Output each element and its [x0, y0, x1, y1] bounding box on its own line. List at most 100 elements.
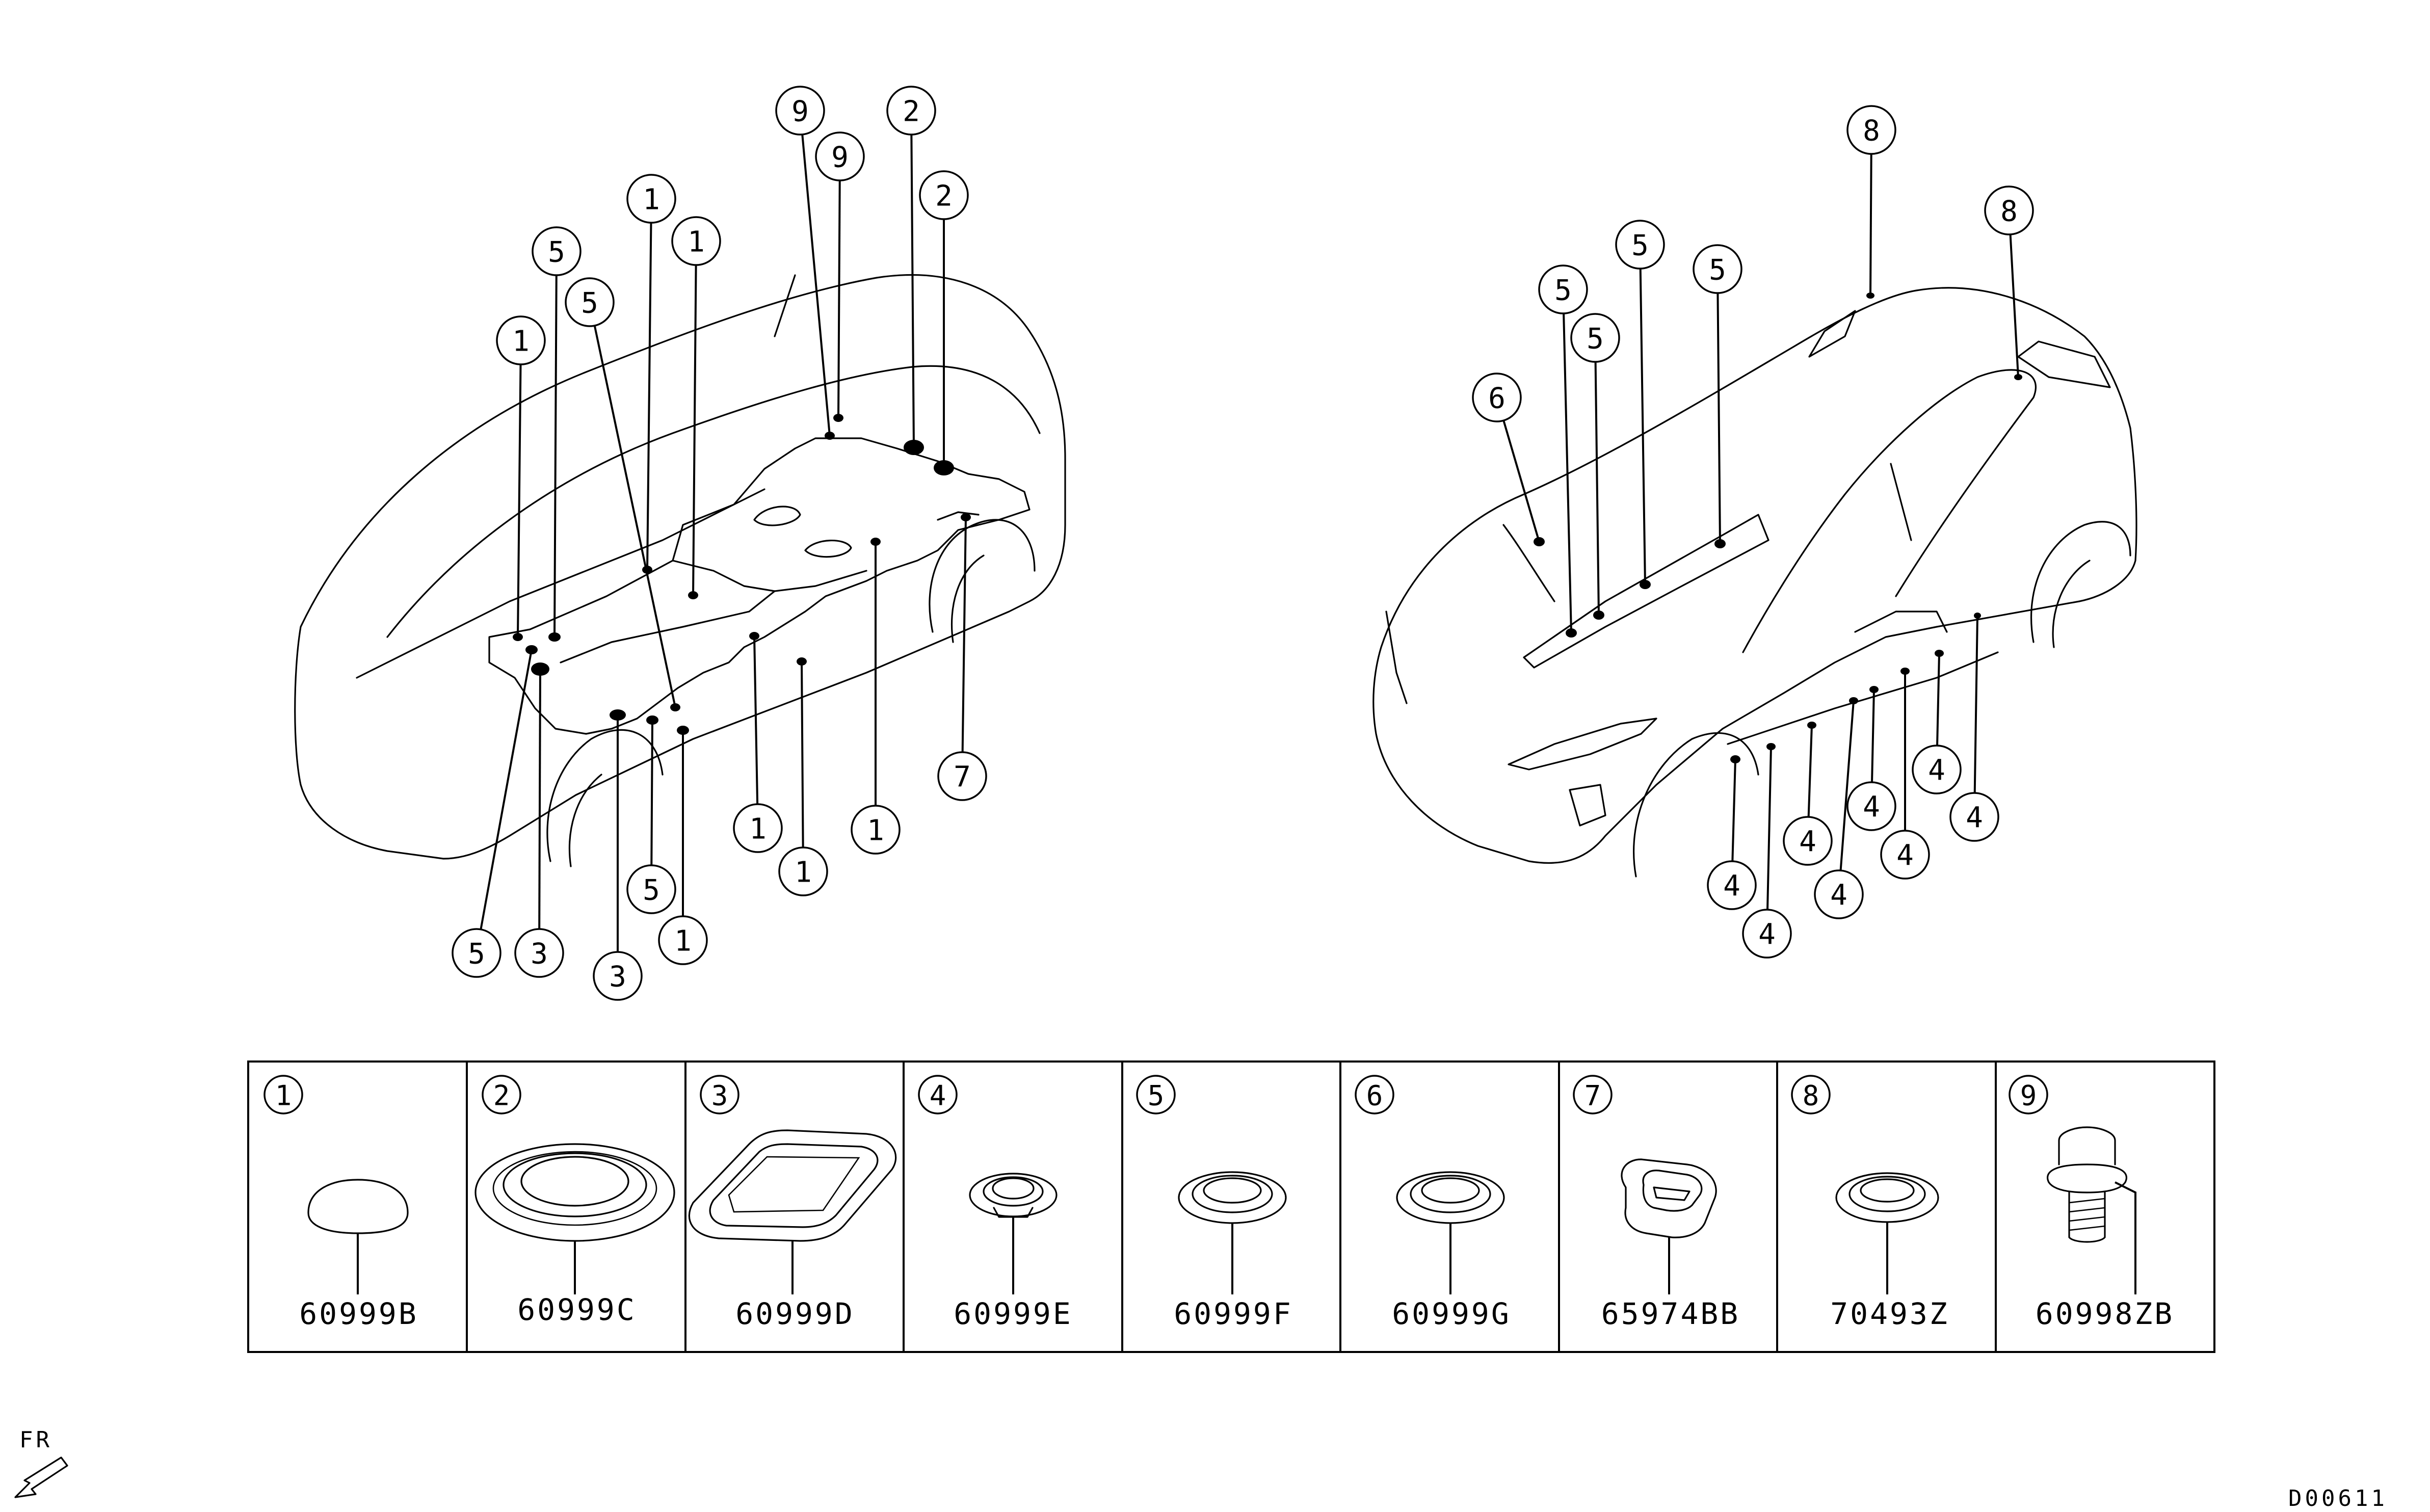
callout-number: 8	[1863, 115, 1880, 148]
part-number: 60999F	[1174, 1296, 1293, 1331]
callout-circle	[1538, 264, 1588, 314]
callout-number: 1	[643, 183, 660, 217]
callout-circle	[1814, 869, 1864, 919]
callout-leader-line	[801, 661, 804, 848]
legend-cell-4: 4 60999E	[918, 1075, 1073, 1331]
callout-leader-line	[646, 222, 652, 570]
callout-leader-line	[1869, 153, 1872, 296]
callout-leader-line	[1936, 653, 1940, 746]
callout-circle	[778, 846, 828, 896]
callout-circle	[937, 751, 987, 801]
round-grommet-large-icon	[474, 1143, 675, 1294]
legend-cell-2: 2 60999C	[474, 1075, 675, 1327]
legend-cell-5: 5 60999F	[1136, 1075, 1293, 1331]
callout-circle	[775, 86, 825, 136]
callout-circle	[851, 805, 901, 855]
legend-number: 4	[930, 1080, 946, 1112]
square-grommet-icon	[688, 1129, 897, 1294]
callout-leader-line	[553, 275, 558, 638]
callout-leader-line	[593, 325, 676, 708]
callout-circle	[815, 131, 865, 181]
callout-circle	[565, 277, 615, 327]
callout-number: 3	[531, 938, 548, 971]
callout-circle	[733, 803, 783, 853]
callout-circle	[1846, 781, 1896, 831]
callout-circle	[919, 170, 969, 220]
legend-cell-1: 1 60999B	[263, 1075, 418, 1331]
callout-number: 1	[688, 226, 705, 259]
callout-number: 5	[1587, 323, 1604, 356]
callout-number: 6	[1488, 382, 1505, 415]
callout-number: 1	[512, 325, 530, 358]
callout-circle	[532, 226, 582, 276]
callout-leader-line	[480, 649, 533, 930]
callout-circle	[1742, 909, 1792, 959]
callout-circle	[593, 951, 643, 1001]
right-vehicle-drawing	[1372, 287, 2137, 878]
callout-number: 1	[749, 813, 767, 846]
callout-leader-line	[517, 364, 522, 638]
callout-circle	[626, 864, 676, 914]
callout-number: 2	[935, 180, 953, 213]
callout-circle	[1949, 792, 1999, 842]
legend-number: 9	[2020, 1080, 2037, 1112]
callout-leader-line	[692, 264, 697, 596]
callout-number: 4	[1830, 879, 1847, 912]
callout-leader-line	[1766, 746, 1772, 910]
plug-part-icon	[307, 1179, 409, 1294]
callout-leader-line	[910, 134, 915, 448]
callout-leader-line	[1716, 293, 1721, 544]
flange-bolt-icon	[2047, 1126, 2136, 1294]
callout-leader-line	[538, 669, 541, 930]
callout-number: 1	[795, 856, 812, 889]
legend-cell-6: 6 60999G	[1355, 1075, 1509, 1331]
callout-leader-line	[1731, 759, 1736, 862]
callout-circle	[658, 915, 708, 965]
callout-leader-line	[1807, 725, 1813, 817]
legend-number: 5	[1148, 1080, 1165, 1112]
callout-leader-line	[837, 180, 841, 418]
callout-leader-line	[1563, 313, 1572, 633]
legend-cell-3: 3 60999D	[688, 1075, 897, 1331]
callout-leader-line	[1973, 615, 1978, 793]
callout-number: 3	[609, 961, 626, 994]
callout-number: 4	[1966, 802, 1983, 835]
callout-leader-line	[650, 720, 653, 866]
callout-number: 4	[1863, 791, 1880, 824]
callout-circle	[1570, 313, 1620, 363]
callout-number: 4	[1799, 826, 1816, 859]
legend-number: 2	[493, 1080, 510, 1112]
callout-leader-line	[2009, 234, 2019, 378]
callout-number: 4	[1896, 839, 1914, 872]
callout-number: 1	[674, 925, 692, 958]
part-number: 60999B	[299, 1296, 418, 1331]
callout-circle	[1846, 105, 1896, 155]
front-direction-arrow-icon	[14, 1456, 68, 1498]
callout-number: 5	[581, 287, 598, 320]
callout-circle	[496, 315, 546, 365]
callout-circle	[1693, 244, 1742, 294]
callout-circle	[1984, 185, 2034, 235]
callout-circle	[1783, 816, 1833, 866]
part-number: 60999E	[954, 1296, 1073, 1331]
callout-number: 5	[1631, 229, 1649, 262]
callout-leader-line	[1639, 268, 1646, 585]
callout-circle	[886, 86, 936, 136]
callout-number: 9	[791, 95, 809, 128]
legend-cell-9: 9 60998ZB	[2009, 1075, 2172, 1331]
callout-number: 8	[2000, 195, 2018, 228]
callout-leader-line	[1502, 420, 1540, 542]
legend-cell-8: 8 70493Z	[1791, 1075, 1947, 1331]
callout-number: 4	[1928, 754, 1945, 787]
callout-circle	[452, 928, 501, 978]
legend-number: 1	[275, 1080, 292, 1112]
callout-number: 1	[867, 814, 884, 847]
callout-leader-line	[1871, 689, 1875, 783]
callout-leader-line	[961, 517, 967, 753]
callout-circle	[514, 928, 564, 978]
left-vehicle-drawing	[294, 274, 1066, 867]
part-number: 65974BB	[1601, 1296, 1740, 1331]
oval-grommet-icon	[1621, 1158, 1717, 1294]
